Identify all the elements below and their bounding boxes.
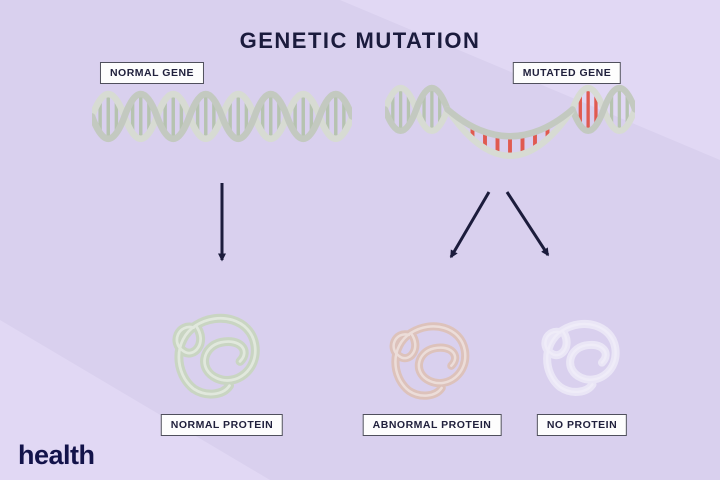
arrow-mutated-to-none: [505, 191, 550, 257]
protein-knot-highlight: [175, 316, 257, 396]
protein-knot-highlight: [544, 322, 617, 394]
normal-gene-label: NORMAL GENE: [99, 62, 205, 84]
no-protein-illustration: [541, 319, 620, 396]
health-logo: health: [18, 440, 95, 470]
mutated-gene-dna-helix: [385, 84, 635, 159]
protein-knot-highlight: [392, 325, 467, 397]
diagram-title: GENETIC MUTATION: [239, 28, 481, 53]
arrow-mutated-to-abnormal: [449, 191, 491, 259]
protein-knot-path: [389, 322, 470, 400]
protein-knot-path: [172, 313, 260, 399]
mutated-gene-label: MUTATED GENE: [512, 62, 622, 84]
normal-protein-illustration: [172, 313, 260, 399]
normal-gene-dna-helix: [92, 91, 352, 142]
protein-knot-path: [541, 319, 620, 396]
background-accent-bottom-left: [0, 320, 270, 480]
normal-protein-label: NORMAL PROTEIN: [160, 414, 284, 436]
abnormal-protein-label: ABNORMAL PROTEIN: [362, 414, 502, 436]
abnormal-protein-illustration: [389, 322, 470, 400]
no-protein-label: NO PROTEIN: [536, 414, 628, 436]
